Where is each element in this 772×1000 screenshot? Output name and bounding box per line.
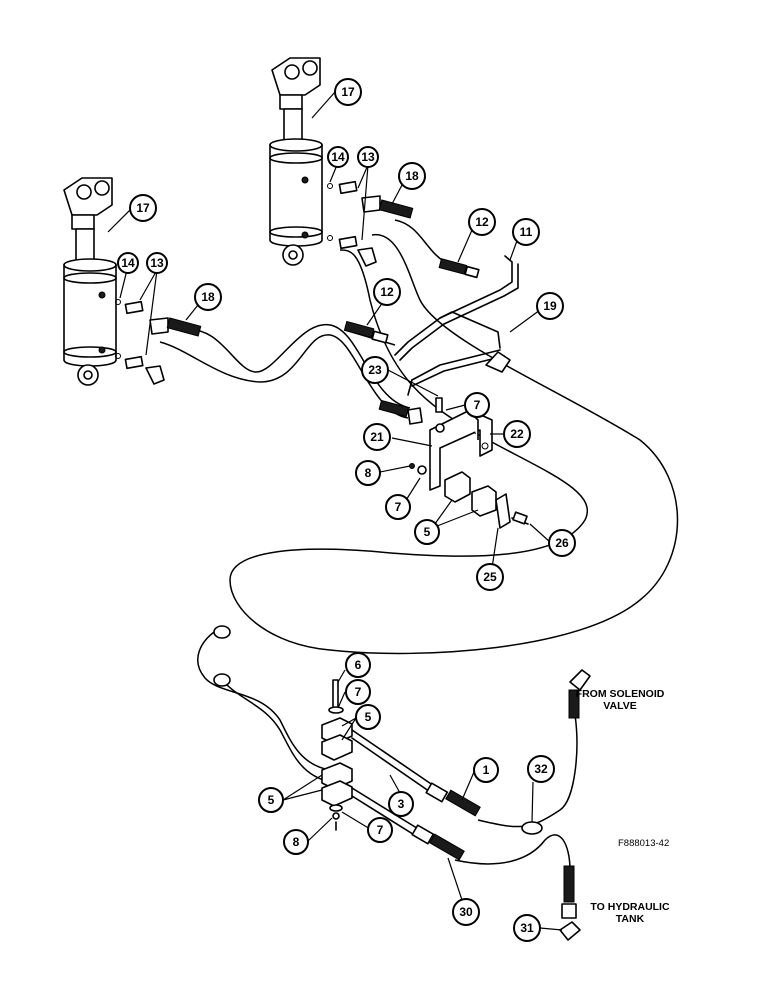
svg-text:11: 11	[520, 225, 533, 239]
callout-17-upper: 17	[334, 78, 362, 106]
svg-text:25: 25	[483, 570, 497, 584]
label-to-tank-line1: TO HYDRAULIC	[590, 901, 670, 913]
callout-17-lower: 17	[129, 194, 157, 222]
callout-18-upper: 18	[398, 162, 426, 190]
svg-text:3: 3	[398, 797, 405, 811]
svg-text:23: 23	[368, 363, 382, 377]
callouts: 17 17 14 13 18 14 13 18 12 12 11 19 23 7…	[117, 78, 576, 942]
svg-text:12: 12	[475, 215, 489, 229]
hose-tube-left-b	[221, 679, 331, 783]
callout-19: 19	[536, 292, 564, 320]
callout-5-lower-top: 5	[355, 704, 381, 730]
svg-text:18: 18	[405, 169, 419, 183]
callout-13-upper: 13	[357, 146, 379, 168]
svg-text:18: 18	[201, 290, 215, 304]
hydraulic-cylinder-upper	[269, 57, 323, 266]
svg-text:26: 26	[555, 536, 569, 550]
hose-loop	[229, 234, 679, 655]
svg-text:19: 19	[543, 299, 557, 313]
callout-26: 26	[548, 529, 576, 557]
callout-23: 23	[361, 356, 389, 384]
callout-5-lower-bottom: 5	[258, 787, 284, 813]
callout-3: 3	[388, 791, 414, 817]
svg-text:7: 7	[377, 823, 384, 837]
callout-30: 30	[452, 898, 480, 926]
callout-7-bracket: 7	[385, 494, 411, 520]
svg-text:5: 5	[365, 710, 372, 724]
callout-7-upper-bracket: 7	[464, 392, 490, 418]
fittings-lower	[115, 299, 202, 385]
callout-1: 1	[473, 757, 499, 783]
svg-text:8: 8	[293, 835, 300, 849]
svg-text:13: 13	[361, 150, 375, 164]
hose-1-solenoid	[477, 714, 578, 828]
callout-32: 32	[527, 755, 555, 783]
callout-12-upper: 12	[468, 208, 496, 236]
svg-text:22: 22	[510, 427, 524, 441]
leader-lines	[107, 91, 563, 931]
callout-8-upper: 8	[355, 460, 381, 486]
callout-22: 22	[503, 420, 531, 448]
label-from-solenoid-line1: FROM SOLENOID	[576, 688, 665, 700]
bracket-assembly	[409, 397, 529, 529]
callout-7-lower-top: 7	[345, 679, 371, 705]
svg-text:8: 8	[365, 466, 372, 480]
svg-text:21: 21	[370, 430, 384, 444]
callout-21: 21	[363, 423, 391, 451]
callout-11: 11	[512, 218, 540, 246]
svg-text:14: 14	[121, 256, 135, 270]
svg-text:31: 31	[520, 921, 534, 935]
hoses	[159, 219, 679, 871]
callout-14-upper: 14	[327, 146, 349, 168]
callout-7-lower: 7	[367, 817, 393, 843]
svg-text:5: 5	[424, 525, 431, 539]
callout-13-lower: 13	[146, 252, 168, 274]
svg-text:32: 32	[534, 762, 548, 776]
fittings-upper	[327, 180, 414, 267]
svg-text:6: 6	[355, 658, 362, 672]
hose-12-upper	[394, 219, 446, 263]
figure-id: F888013-42	[618, 838, 669, 849]
label-to-tank-line2: TANK	[616, 913, 645, 925]
callout-12-mid: 12	[373, 278, 401, 306]
svg-text:14: 14	[331, 150, 345, 164]
svg-text:12: 12	[380, 285, 394, 299]
svg-text:7: 7	[355, 685, 362, 699]
label-from-solenoid-line2: VALVE	[603, 700, 636, 712]
callout-18-lower: 18	[194, 283, 222, 311]
hydraulic-cylinder-lower	[63, 177, 117, 386]
hose-ends	[343, 258, 511, 425]
svg-text:1: 1	[483, 763, 490, 777]
svg-text:7: 7	[395, 500, 402, 514]
callout-6: 6	[345, 652, 371, 678]
callout-5-bracket: 5	[414, 519, 440, 545]
callout-31: 31	[513, 914, 541, 942]
callout-25: 25	[476, 563, 504, 591]
svg-text:17: 17	[136, 201, 150, 215]
lower-clamp-assembly	[213, 625, 591, 941]
svg-text:5: 5	[268, 793, 275, 807]
hose-tube-left	[197, 627, 331, 771]
svg-text:30: 30	[459, 905, 473, 919]
svg-text:17: 17	[341, 85, 355, 99]
svg-text:13: 13	[150, 256, 164, 270]
hose-30-tank	[454, 834, 571, 871]
text-labels: FROM SOLENOID VALVE TO HYDRAULIC TANK F8…	[576, 688, 670, 925]
svg-text:7: 7	[474, 398, 481, 412]
steel-tubes	[394, 255, 519, 396]
callout-8-lower: 8	[283, 829, 309, 855]
callout-14-lower: 14	[117, 252, 139, 274]
